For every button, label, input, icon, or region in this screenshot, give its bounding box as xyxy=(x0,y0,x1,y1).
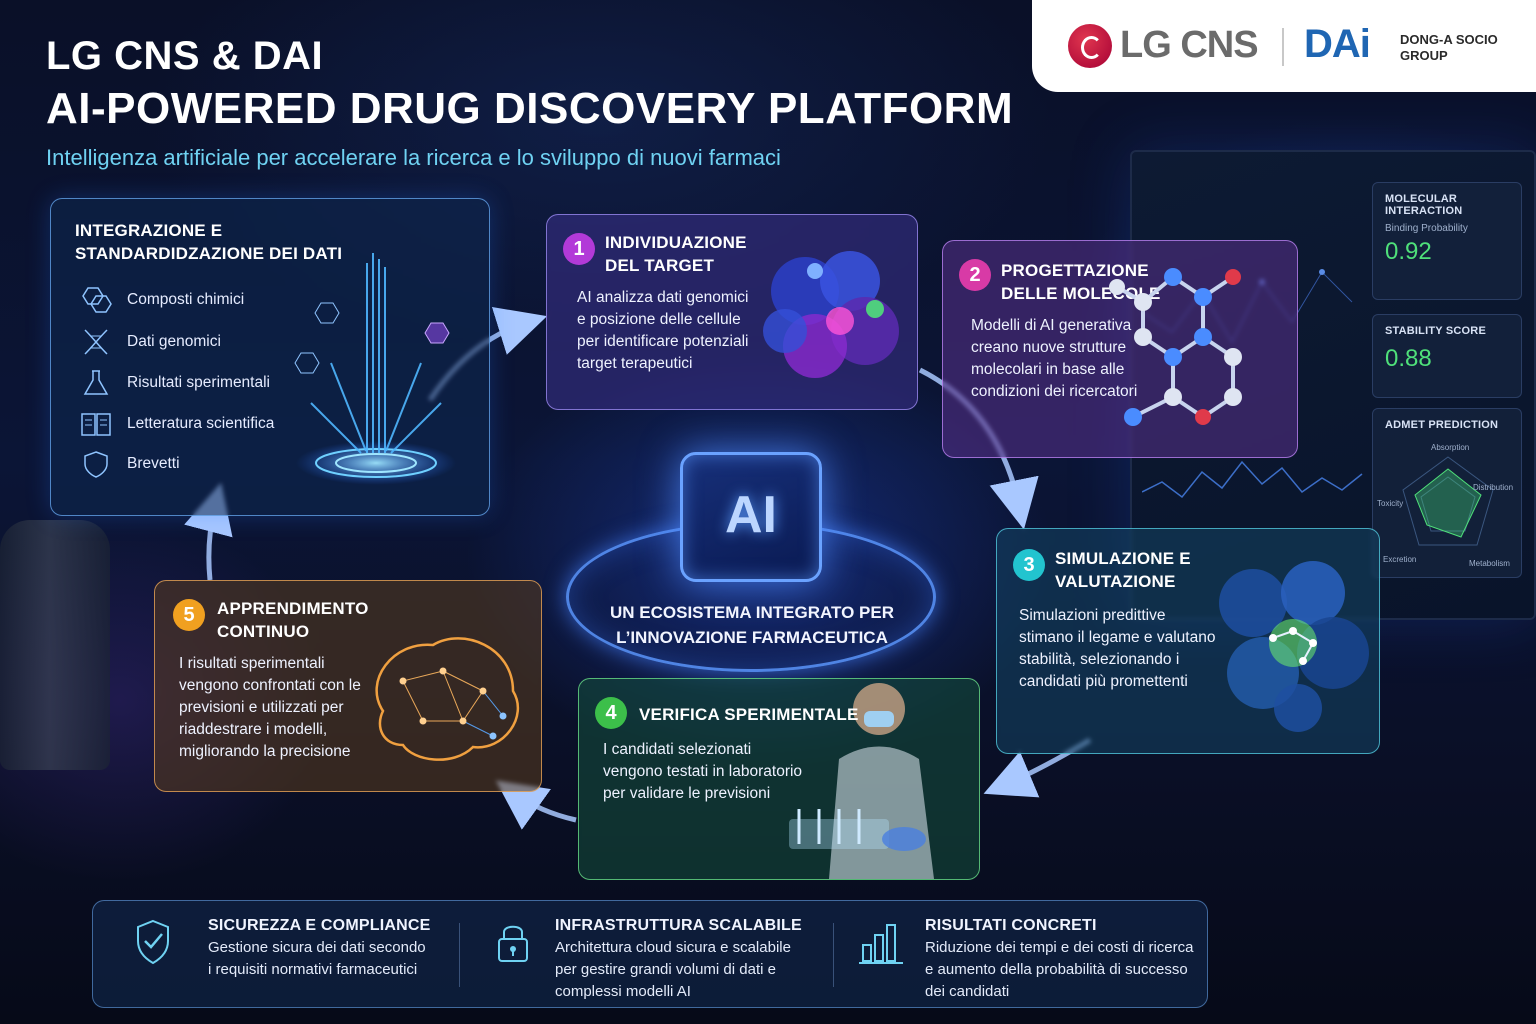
radar-chart xyxy=(1402,456,1494,546)
step-5-card: 5 APPRENDIMENTO CONTINUO I risultati spe… xyxy=(154,580,542,792)
step-2-number: 2 xyxy=(959,259,991,291)
logo-bar: LG CNS DAi DONG-A SOCIO GROUP xyxy=(1032,0,1536,92)
dai-logo-text: DAi xyxy=(1304,22,1371,66)
dashboard-monitor: MOLECULAR INTERACTION Binding Probabilit… xyxy=(1130,150,1536,620)
hexagon-icon xyxy=(79,285,113,315)
data-item: Risultati sperimentali xyxy=(79,368,270,398)
step-3-number: 3 xyxy=(1013,549,1045,581)
binding-probability-value: 0.92 xyxy=(1385,238,1432,265)
lab-scientist-illustration xyxy=(789,683,934,879)
molecular-interaction-title: MOLECULAR INTERACTION xyxy=(1385,193,1463,217)
step-1-title: INDIVIDUAZIONE DEL TARGET xyxy=(605,233,747,275)
binding-probability-label: Binding Probability xyxy=(1385,223,1468,234)
shield-check-icon xyxy=(135,919,171,970)
step-1-body: AI analizza dati genomici e posizione de… xyxy=(577,289,749,372)
admet-title: ADMET PREDICTION xyxy=(1385,419,1499,431)
admet-panel: ADMET PREDICTION Absorption Distribution… xyxy=(1372,408,1522,578)
data-item-label: Composti chimici xyxy=(127,291,245,308)
dna-icon xyxy=(79,327,113,357)
step-4-title: VERIFICA SPERIMENTALE xyxy=(639,705,859,724)
shield-icon xyxy=(79,449,113,479)
molecular-interaction-panel: MOLECULAR INTERACTION Binding Probabilit… xyxy=(1372,182,1522,300)
step-5-body: I risultati sperimentali vengono confron… xyxy=(179,655,361,760)
stability-score-title: STABILITY SCORE xyxy=(1385,325,1486,337)
step-5-title: APPRENDIMENTO CONTINUO xyxy=(217,599,369,641)
ecosystem-caption: UN ECOSISTEMA INTEGRATO PER L’INNOVAZION… xyxy=(610,603,894,647)
benefits-bar: SICUREZZA E COMPLIANCE Gestione sicura d… xyxy=(92,900,1208,1008)
benefit-3-body: Riduzione dei tempi e dei costi di ricer… xyxy=(925,939,1194,1000)
benefits-divider xyxy=(833,923,834,987)
stability-score-panel: STABILITY SCORE 0.88 xyxy=(1372,314,1522,398)
step-4-body: I candidati selezionati vengono testati … xyxy=(603,741,803,802)
data-item-label: Risultati sperimentali xyxy=(127,374,270,391)
absorption-label: Absorption xyxy=(1431,443,1470,452)
microscope-silhouette xyxy=(0,520,110,770)
benefit-1-title: SICUREZZA E COMPLIANCE xyxy=(208,917,431,934)
step-2-body: Modelli di AI generativa creano nuove st… xyxy=(971,317,1138,400)
benefit-3-title: RISULTATI CONCRETI xyxy=(925,917,1097,934)
title-line-2: AI-POWERED DRUG DISCOVERY PLATFORM xyxy=(46,84,1014,133)
flask-icon xyxy=(79,368,113,398)
step-3-card: 3 SIMULAZIONE E VALUTAZIONE Simulazioni … xyxy=(996,528,1380,754)
data-item-label: Brevetti xyxy=(127,455,180,472)
ai-chip-label: AI xyxy=(725,486,777,544)
brain-network-icon xyxy=(375,637,520,761)
benefits-divider xyxy=(459,923,460,987)
step-1-number: 1 xyxy=(563,233,595,265)
data-item: Letteratura scientifica xyxy=(79,409,274,439)
metabolism-label: Metabolism xyxy=(1469,559,1510,568)
step-4-number: 4 xyxy=(595,697,627,729)
subtitle: Intelligenza artificiale per accelerare … xyxy=(46,145,781,170)
stability-score-value: 0.88 xyxy=(1385,345,1432,372)
step-3-title: SIMULAZIONE E VALUTAZIONE xyxy=(1055,549,1191,591)
benefit-2-title: INFRASTRUTTURA SCALABILE xyxy=(555,917,802,934)
protein-binding-illustration xyxy=(1219,561,1369,732)
step-2-title: PROGETTAZIONE DELLE MOLECOLE xyxy=(1001,261,1161,303)
data-integration-title: INTEGRAZIONE E STANDARDIDZAZIONE DEI DAT… xyxy=(75,221,343,263)
data-funnel-illustration xyxy=(294,253,456,485)
data-item: Brevetti xyxy=(79,449,180,479)
step-4-card: 4 VERIFICA SPERIMENTALE I candidati sele… xyxy=(578,678,980,880)
data-integration-card: INTEGRAZIONE E STANDARDIDZAZIONE DEI DAT… xyxy=(50,198,490,516)
step-1-card: 1 INDIVIDUAZIONE DEL TARGET AI analizza … xyxy=(546,214,918,410)
data-item: Composti chimici xyxy=(79,285,244,315)
step-3-body: Simulazioni predittive stimano il legame… xyxy=(1019,607,1216,690)
data-item-label: Dati genomici xyxy=(127,333,221,350)
book-icon xyxy=(79,409,113,439)
excretion-label: Excretion xyxy=(1383,555,1417,564)
step-2-card: 2 PROGETTAZIONE DELLE MOLECOLE Modelli d… xyxy=(942,240,1298,458)
logo-divider xyxy=(1282,28,1284,66)
lg-cns-logo-text: LG CNS xyxy=(1120,24,1259,66)
data-item: Dati genomici xyxy=(79,327,221,357)
distribution-label: Distribution xyxy=(1473,483,1514,492)
lock-icon xyxy=(495,921,531,970)
step-5-number: 5 xyxy=(173,599,205,631)
cell-cluster-illustration xyxy=(763,251,899,378)
benefit-2-body: Architettura cloud sicura e scalabile pe… xyxy=(555,939,791,1000)
dai-group-text: DONG-A SOCIO GROUP xyxy=(1400,32,1498,63)
molecule-illustration xyxy=(1109,268,1242,426)
ai-chip-icon: AI xyxy=(680,452,822,582)
bar-chart-icon xyxy=(859,921,905,970)
title-line-1: LG CNS & DAI xyxy=(46,34,324,78)
data-item-label: Letteratura scientifica xyxy=(127,415,275,432)
toxicity-label: Toxicity xyxy=(1377,499,1404,508)
benefit-1-body: Gestione sicura dei dati secondo i requi… xyxy=(208,939,426,978)
lg-logo-icon xyxy=(1068,24,1112,68)
